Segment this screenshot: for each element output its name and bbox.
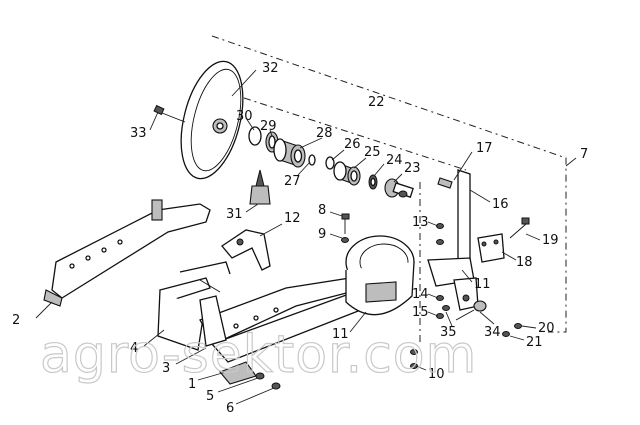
bearing-25 [333,161,361,186]
callout-29: 29 [260,119,277,134]
grease-fitting-31 [249,169,271,205]
callout-32: 32 [262,61,279,76]
bolt-19 [509,217,530,239]
watermark: agro-sektor.com [40,325,477,385]
nut-10b [410,363,418,369]
boundary-line-7 [211,35,567,333]
disc-bolt [153,104,186,123]
disc-blade [180,60,244,180]
callout-28: 28 [316,126,333,141]
spindle-23 [384,178,414,198]
callout-8: 8 [318,203,326,218]
ring-24 [368,174,378,190]
boundary-line-22 [243,97,467,171]
callout-11-lower: 11 [332,327,349,342]
u-bolt-4 [157,261,231,351]
callout-12: 12 [284,211,301,226]
hub-28 [273,138,306,168]
callout-20: 20 [538,321,555,336]
callout-27: 27 [284,174,301,189]
bolt-8 [341,213,350,234]
callout-11-upper: 11 [474,277,491,292]
callout-19: 19 [542,233,559,248]
callout-2: 2 [12,313,20,328]
callout-22: 22 [368,95,385,110]
nut-21 [502,331,510,337]
callout-26: 26 [344,137,361,152]
bracket-12 [221,229,271,271]
callout-24: 24 [386,153,403,168]
callout-3: 3 [162,361,170,376]
leader-lines [35,69,577,405]
main-frame-3 [199,277,378,385]
callout-34: 34 [484,325,501,340]
nut-13a [436,223,444,229]
callout-4: 4 [130,341,138,356]
ring-27 [308,154,316,166]
callout-5: 5 [206,389,214,404]
bracket-plate-18 [477,233,505,263]
washer-35 [442,305,450,311]
washer-14 [436,295,444,301]
callout-30: 30 [236,109,253,124]
callout-13: 13 [412,215,429,230]
nut-6 [271,382,281,390]
callout-35: 35 [440,325,457,340]
washer-20 [514,323,522,329]
nut-15 [436,313,444,319]
scraper-arm-16 [427,169,479,311]
callout-10: 10 [428,367,445,382]
callout-25: 25 [364,145,381,160]
callout-9: 9 [318,227,326,242]
pin-17 [437,177,453,189]
nut-9 [341,237,349,243]
callout-21: 21 [526,335,543,350]
callout-labels: 32 33 30 29 28 27 26 25 24 23 22 31 12 2… [12,61,588,416]
callout-31: 31 [226,207,243,222]
callout-7: 7 [580,147,588,162]
callout-33: 33 [130,126,147,141]
nut-13b [436,239,444,245]
press-wheel-11 [345,235,415,316]
nut-10a [410,349,418,355]
washer-30 [248,126,262,146]
callout-18: 18 [516,255,533,270]
callout-6: 6 [226,401,234,416]
assembly-boundary-lines [211,35,567,345]
bolt-34 [455,300,487,321]
mounting-arm-2 [43,199,211,307]
callout-23: 23 [404,161,421,176]
callout-17: 17 [476,141,493,156]
callout-16: 16 [492,197,509,212]
callout-15: 15 [412,305,429,320]
washer-5 [255,372,265,380]
callout-14: 14 [412,287,429,302]
callout-1: 1 [188,377,196,392]
